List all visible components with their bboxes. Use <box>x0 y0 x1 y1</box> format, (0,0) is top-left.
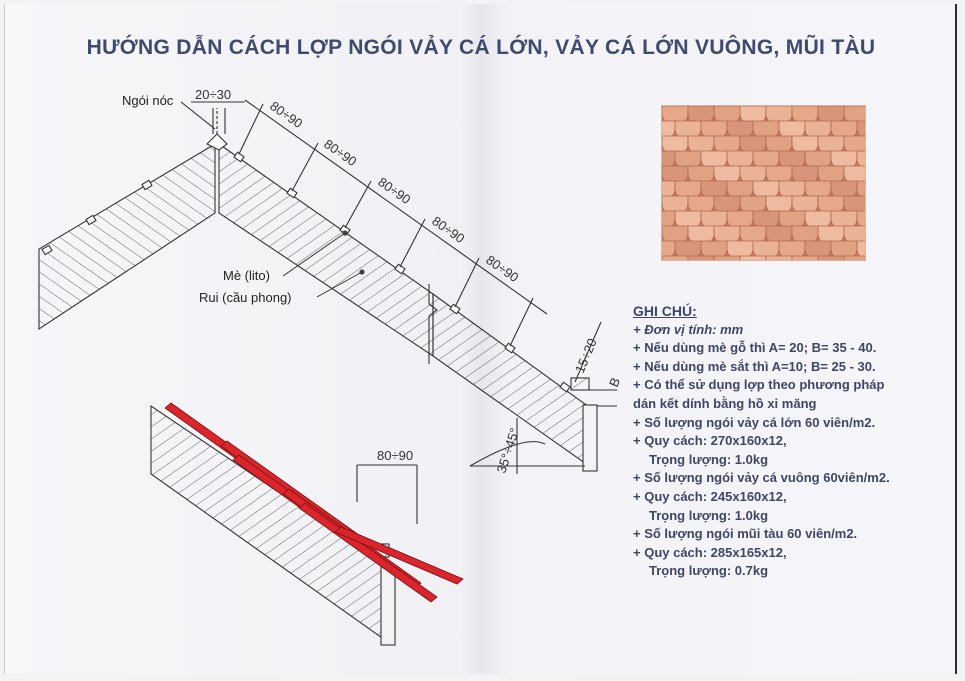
eave-batten <box>570 377 590 391</box>
angle-text: 35°÷45° <box>494 426 523 475</box>
note-line: Trọng lượng: 0.7kg <box>649 563 769 579</box>
fish-scale-tiles-image <box>662 106 865 260</box>
notes-unit: + Đơn vị tính: mm <box>633 321 744 337</box>
rafter-label: Rui (cầu phong) <box>199 290 292 305</box>
document-sheet: HƯỚNG DẪN CÁCH LỢP NGÓI VẢY CÁ LỚN, VẢY … <box>4 4 957 674</box>
note-line: + Số lượng ngói vảy cá lớn 60 viên/m2. <box>633 414 876 430</box>
notes-panel: GHI CHÚ: + Đơn vị tính: mm + Nếu dùng mè… <box>633 302 953 581</box>
ridge-tile <box>206 133 228 151</box>
left-rafter <box>38 143 216 331</box>
right-rafter-upper <box>218 142 434 358</box>
note-line: Trọng lượng: 1.0kg <box>649 451 769 467</box>
detail-section <box>150 404 418 646</box>
b-dim-text: B <box>606 375 623 389</box>
batten-label: Mè (lito) <box>223 268 270 283</box>
spacing-dim-2: 80÷90 <box>321 136 359 169</box>
note-line: + Số lượng ngói vảy cá vuông 60viên/m2. <box>633 470 890 486</box>
tile-photo <box>661 105 866 261</box>
rafter-leader <box>316 271 363 298</box>
spacing-dim-1: 80÷90 <box>267 98 305 131</box>
red-tiles <box>164 402 464 603</box>
spacing-dim-line <box>244 99 548 315</box>
detail-rafter <box>150 404 386 642</box>
page-title: HƯỚNG DẪN CÁCH LỢP NGÓI VẢY CÁ LỚN, VẢY … <box>86 36 876 59</box>
spacing-dim-4: 80÷90 <box>429 213 467 246</box>
detail-wall-post <box>380 566 396 646</box>
note-line: Trọng lượng: 1.0kg <box>649 507 769 523</box>
ridge-dim-text: 20÷30 <box>195 87 231 102</box>
note-line: dán kết dính bằng hồ xi măng <box>633 395 817 411</box>
ridge-leader <box>180 101 216 130</box>
detail-dim-text: 80÷90 <box>377 448 413 463</box>
roof-drawing: Ngói nóc 20÷30 80÷90 80÷90 80÷90 80÷90 8… <box>38 87 623 646</box>
spacing-dim-5: 80÷90 <box>483 252 521 285</box>
spacing-dim-3: 80÷90 <box>375 174 413 207</box>
notes-heading: GHI CHÚ: <box>633 303 697 319</box>
main-roof-section <box>38 99 617 474</box>
ridge-tile-label: Ngói nóc <box>122 93 174 108</box>
battens <box>41 151 571 393</box>
eave-dim-text: 15÷20 <box>572 336 600 375</box>
note-line: + Nếu dùng mè gỗ thì A= 20; B= 35 - 40. <box>633 340 877 356</box>
wall-post <box>582 404 598 472</box>
note-line: + Quy cách: 285x165x12, <box>633 544 787 560</box>
batten-leader <box>282 232 346 277</box>
note-line: + Số lượng ngói mũi tàu 60 viên/m2. <box>633 526 858 542</box>
note-line: + Quy cách: 245x160x12, <box>633 488 787 504</box>
note-line: + Nếu dùng mè sắt thì A=10; B= 25 - 30. <box>633 358 876 374</box>
angle-arc <box>469 441 546 467</box>
note-line: + Quy cách: 270x160x12, <box>633 433 787 449</box>
spacing-dim-ticks <box>238 103 534 347</box>
note-line: + Có thể sử dụng lợp theo phương pháp <box>633 377 885 393</box>
break-mark <box>428 284 438 364</box>
eave-dim-line <box>574 321 602 383</box>
